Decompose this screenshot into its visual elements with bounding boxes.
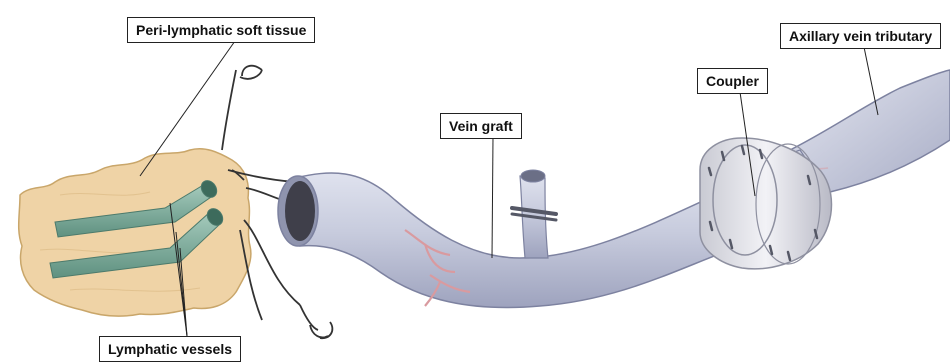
label-coupler: Coupler xyxy=(697,68,768,94)
peri-lymphatic-tissue xyxy=(19,149,251,316)
label-axillary-vein-tributary: Axillary vein tributary xyxy=(780,23,941,49)
vein-graft xyxy=(278,170,730,308)
label-lymphatic-vessels: Lymphatic vessels xyxy=(99,336,241,362)
label-vein-graft: Vein graft xyxy=(440,113,522,139)
label-peri-lymphatic-tissue: Peri-lymphatic soft tissue xyxy=(127,17,315,43)
